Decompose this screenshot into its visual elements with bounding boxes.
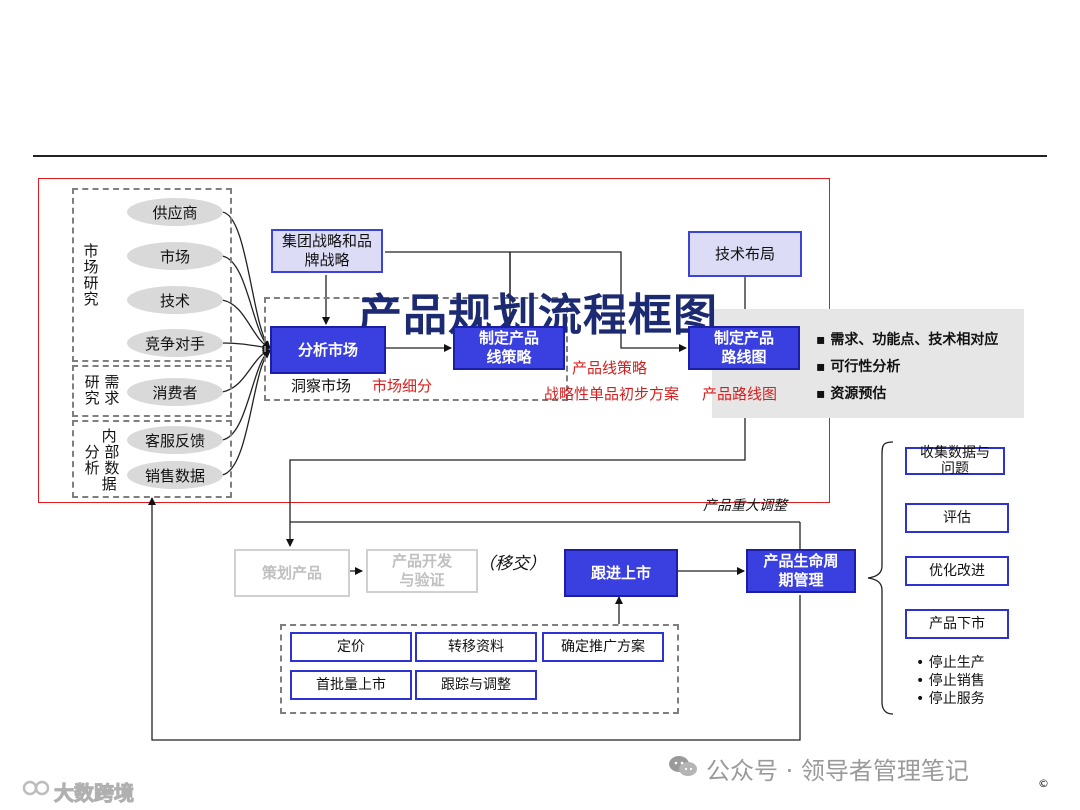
task-transfer-docs: 转移资料 — [415, 632, 537, 662]
watermark-text: 公众号 · 领导者管理笔记 — [706, 757, 969, 785]
line-strategy-box: 制定产品线策略 — [453, 326, 565, 370]
corner-logo-icon — [22, 776, 50, 800]
roadmap-output: 产品路线图 — [702, 385, 778, 403]
market-research-group — [72, 188, 232, 362]
tech-layout-box: 技术布局 — [688, 231, 802, 277]
single-plan-output: 战略性单品初步方案 — [544, 385, 680, 403]
major-adjust-label: 产品重大调整 — [703, 498, 787, 514]
segment-output: 市场细分 — [372, 377, 433, 395]
insight-market-label: 洞察市场 — [291, 377, 352, 395]
lifecycle-collect-data: 收集数据与问题 — [905, 445, 1005, 477]
oval-consumer: 消费者 — [127, 378, 223, 406]
group-strategy-box: 集团战略和品牌战略 — [271, 229, 383, 273]
lifecycle-evaluate: 评估 — [905, 503, 1009, 533]
lifecycle-retire: 产品下市 — [905, 609, 1009, 639]
internal-analysis-group — [72, 420, 232, 498]
demand-research-group — [72, 365, 232, 417]
oval-technology: 技术 — [127, 286, 223, 314]
corner-logo-text: 大数跨境 — [54, 781, 135, 806]
roadmap-bullet: ▪ 需求、功能点、技术相对应 — [816, 332, 999, 348]
oval-market: 市场 — [127, 242, 223, 270]
task-pricing: 定价 — [290, 632, 412, 662]
line-strategy-output: 产品线策略 — [572, 359, 648, 377]
top-divider — [33, 155, 1047, 157]
handover-label: （移交） — [478, 554, 546, 574]
lifecycle-optimize: 优化改进 — [905, 556, 1009, 586]
launch-tasks-group — [280, 624, 679, 714]
roadmap-box: 制定产品路线图 — [688, 326, 800, 370]
oval-sales-data: 销售数据 — [127, 461, 223, 489]
oval-competitor: 竞争对手 — [127, 329, 223, 357]
task-promotion-plan: 确定推广方案 — [542, 632, 664, 662]
develop-verify-box: 产品开发与验证 — [366, 549, 478, 593]
follow-launch-box: 跟进上市 — [564, 549, 678, 597]
analyze-market-box: 分析市场 — [270, 326, 386, 374]
demand-research-label: 研 需究 求 — [84, 373, 120, 407]
plan-product-box: 策划产品 — [234, 549, 350, 597]
lifecycle-box: 产品生命周期管理 — [746, 549, 856, 593]
copyright-mark: © — [1038, 777, 1049, 790]
market-research-label: 市场研究 — [83, 242, 99, 308]
retire-bullet: • 停止服务 — [916, 691, 985, 707]
retire-bullet: • 停止生产 — [916, 655, 985, 671]
task-track-adjust: 跟踪与调整 — [415, 670, 537, 700]
roadmap-bullet: ▪ 可行性分析 — [816, 359, 901, 375]
oval-supplier: 供应商 — [127, 198, 223, 226]
roadmap-bullet: ▪ 资源预估 — [816, 386, 887, 402]
task-first-batch: 首批量上市 — [290, 670, 412, 700]
analysis-dashed-area — [264, 297, 568, 401]
internal-analysis-label: 内分 部析 数 据 — [84, 427, 120, 493]
retire-bullet: • 停止销售 — [916, 673, 985, 689]
oval-service-feedback: 客服反馈 — [127, 426, 223, 454]
wechat-icon — [668, 754, 698, 778]
